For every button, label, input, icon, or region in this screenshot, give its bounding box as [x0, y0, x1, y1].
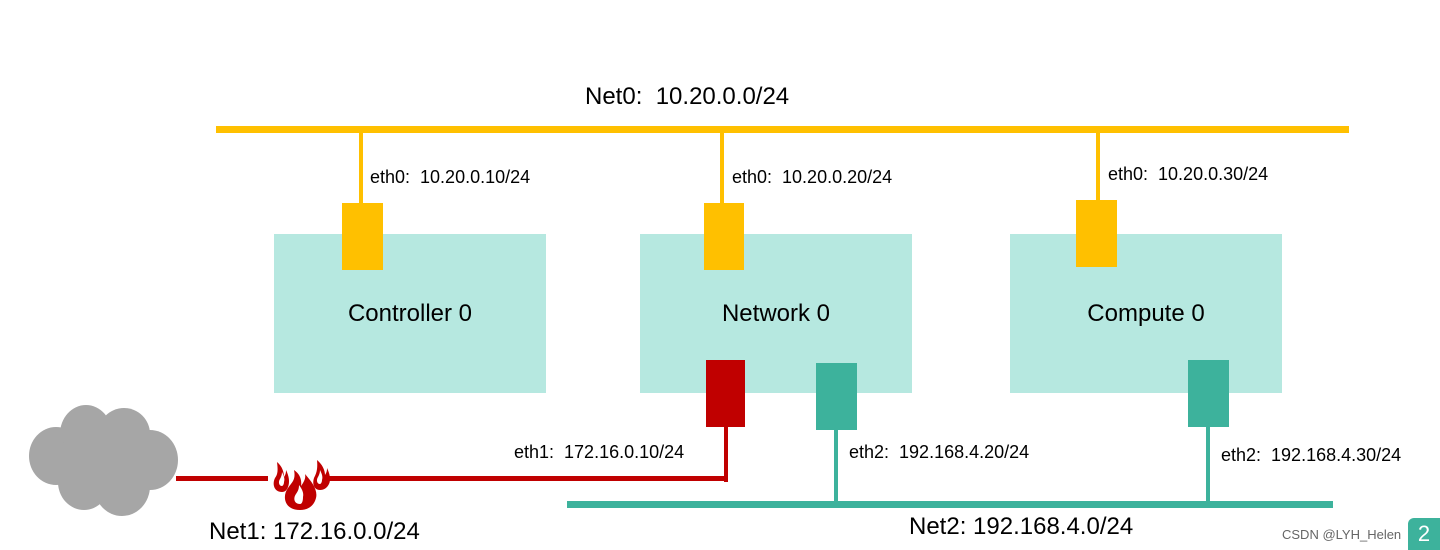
network-node: Network 0	[640, 234, 912, 393]
network-node-label: Network 0	[721, 299, 831, 327]
net1-line-right	[322, 476, 728, 481]
compute-eth0-link	[1096, 133, 1100, 201]
controller-eth0-link	[359, 133, 363, 205]
firewall-icon	[273, 460, 331, 510]
network-eth0-label: eth0: 10.20.0.20/24	[732, 167, 893, 187]
compute-eth2-label: eth2: 192.168.4.30/24	[1221, 445, 1402, 465]
net2-label: Net2: 192.168.4.0/24	[909, 513, 1134, 540]
network-eth2-link	[834, 430, 838, 502]
controller-node-label: Controller 0	[347, 299, 473, 327]
controller-node: Controller 0	[274, 234, 546, 393]
network-eth2-label: eth2: 192.168.4.20/24	[849, 442, 1030, 462]
watermark-text: CSDN @LYH_Helen	[1282, 527, 1402, 542]
network-eth1-label: eth1: 172.16.0.10/24	[514, 442, 685, 462]
compute-node: Compute 0	[1010, 234, 1282, 393]
compute-node-label: Compute 0	[1087, 299, 1205, 327]
network-eth1-link	[724, 427, 728, 482]
compute-eth2-port	[1188, 360, 1229, 427]
network-eth0-link	[720, 133, 724, 205]
network-eth2-port	[816, 363, 857, 430]
net0-bus-line	[216, 126, 1349, 133]
watermark-badge: 2	[1408, 518, 1440, 550]
net1-line-left	[176, 476, 268, 481]
net1-label: Net1: 172.16.0.0/24	[209, 518, 420, 545]
compute-eth2-link	[1206, 427, 1210, 502]
controller-eth0-label: eth0: 10.20.0.10/24	[370, 167, 531, 187]
net0-label: Net0: 10.20.0.0/24	[585, 83, 790, 110]
cloud-icon	[29, 405, 178, 516]
network-eth1-port	[706, 360, 745, 427]
controller-eth0-port	[342, 203, 383, 270]
net2-bus-line	[567, 501, 1333, 508]
compute-eth0-label: eth0: 10.20.0.30/24	[1108, 164, 1269, 184]
compute-eth0-port	[1076, 200, 1117, 267]
network-eth0-port	[704, 203, 744, 270]
